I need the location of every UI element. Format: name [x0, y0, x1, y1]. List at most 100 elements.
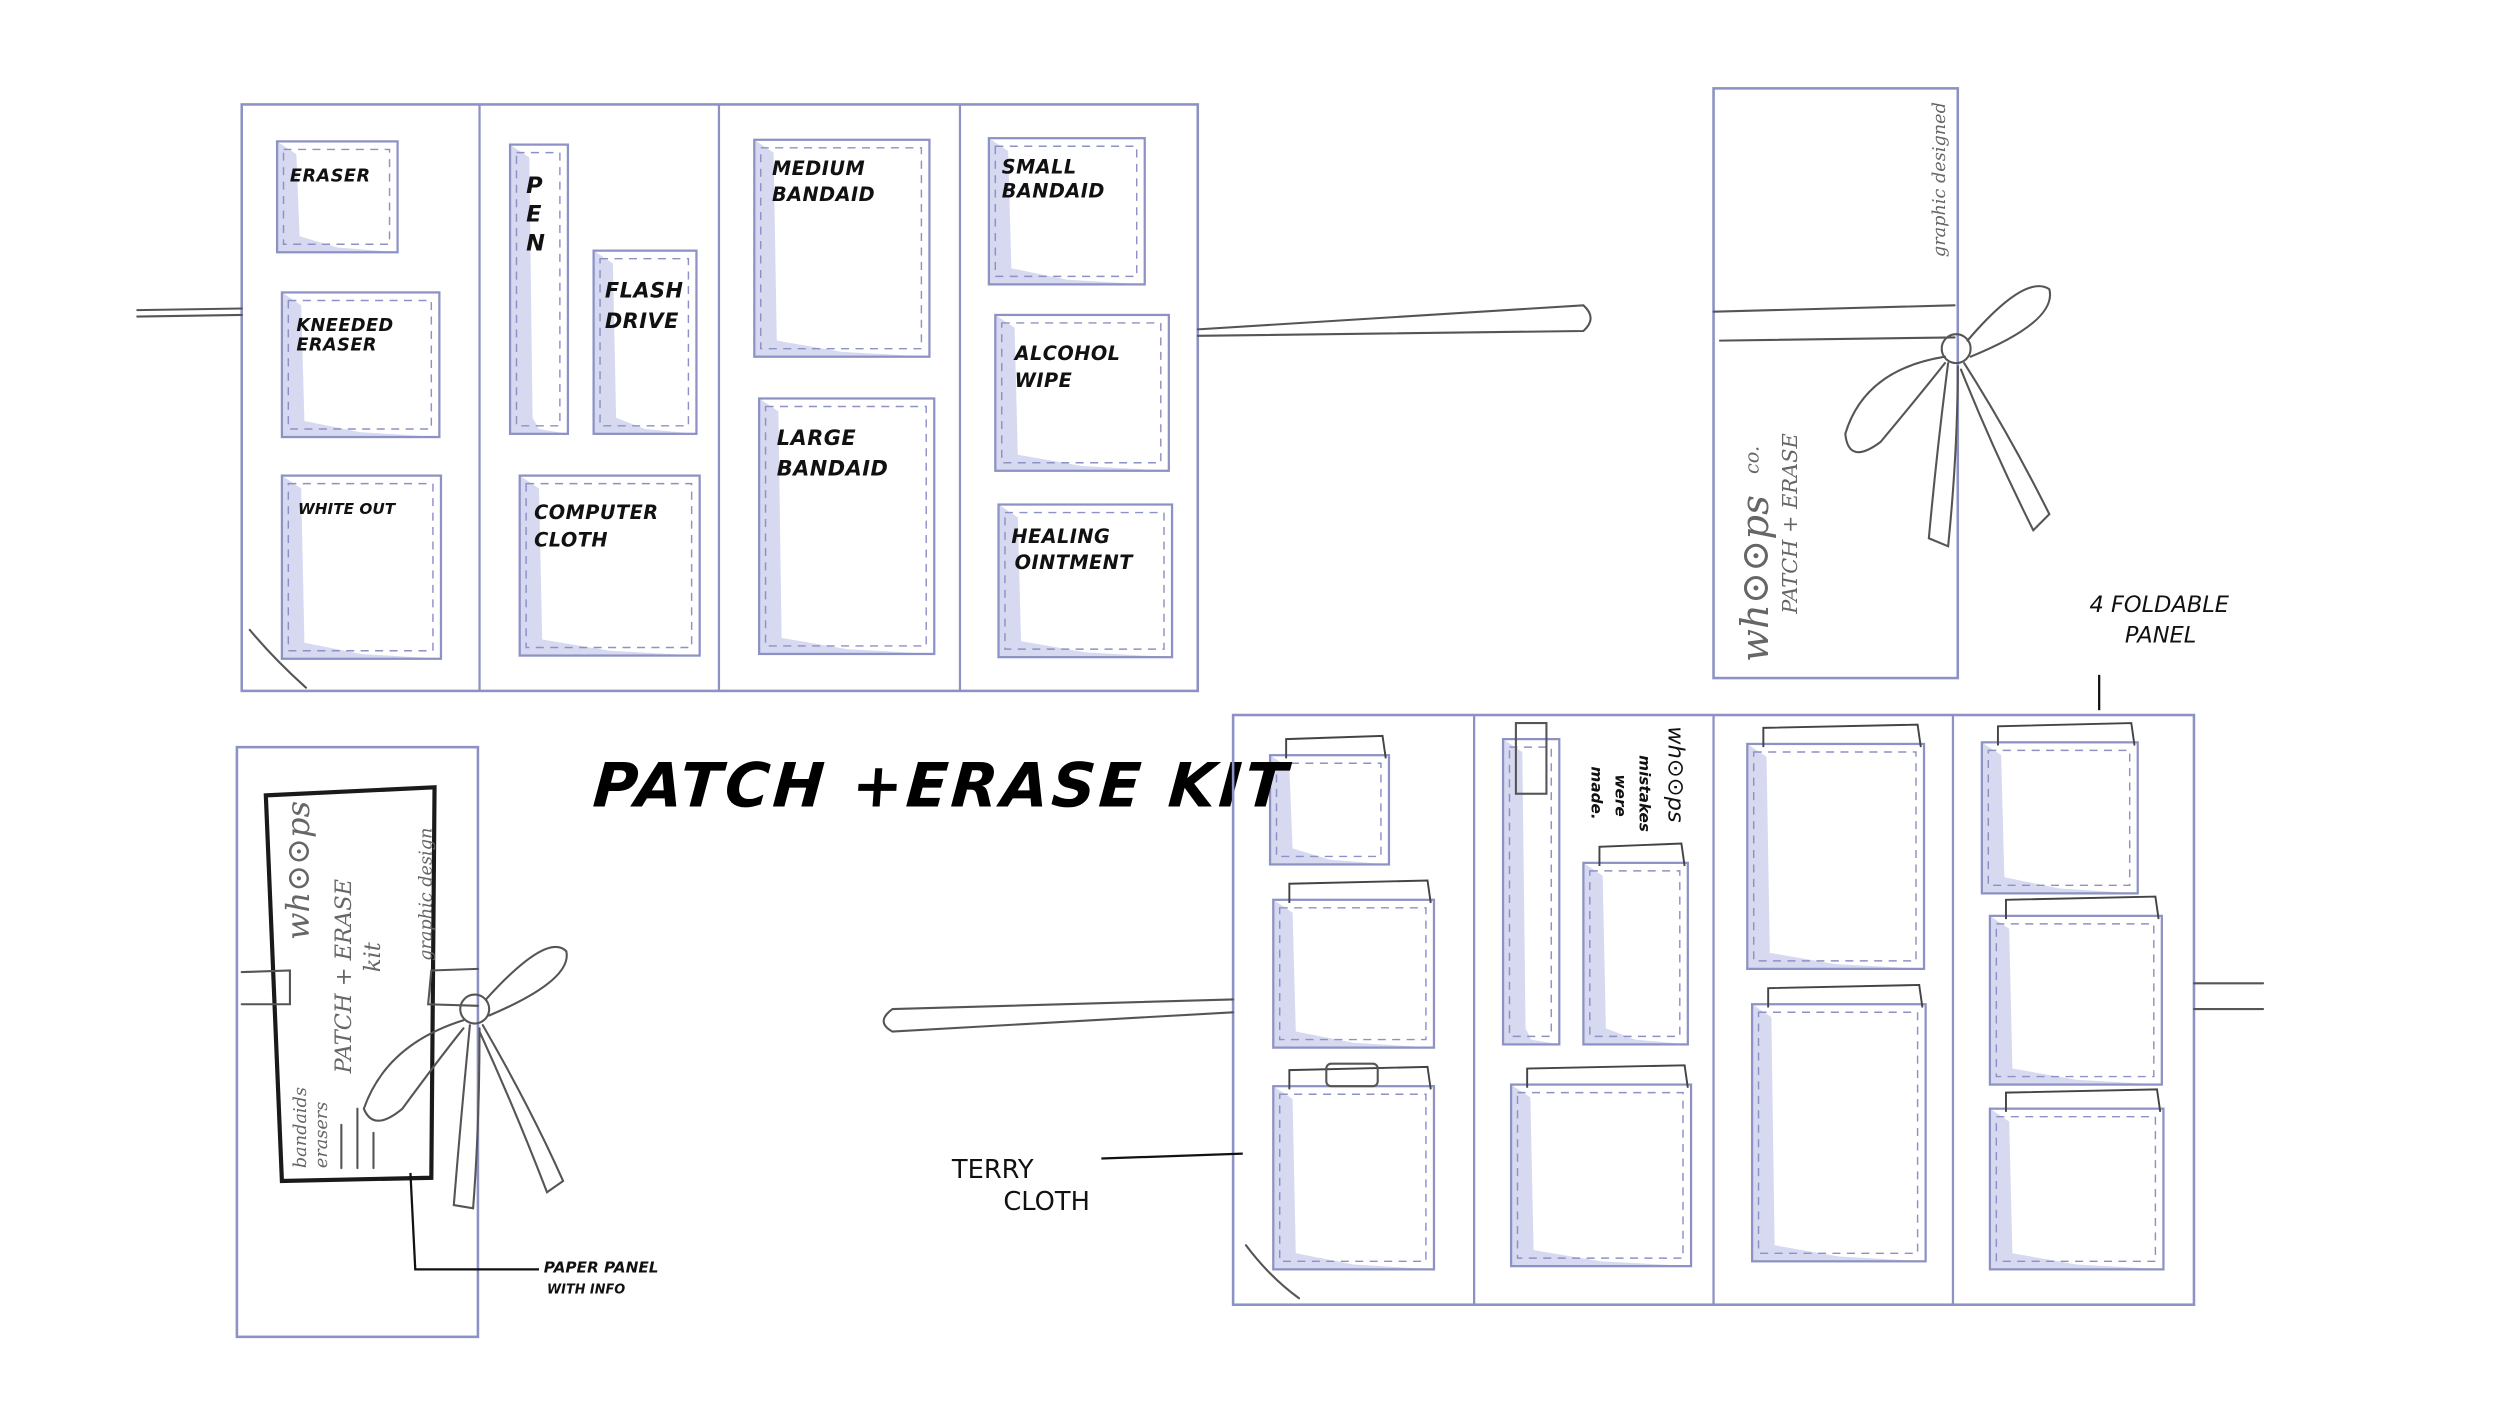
pocket-shading — [281, 475, 441, 659]
pocket-flap — [2005, 895, 2160, 920]
pocket-stitching — [287, 482, 434, 652]
pocket-flap — [1526, 1064, 1689, 1088]
pocket-outline — [518, 474, 701, 657]
pocket — [1988, 895, 2163, 1086]
pocket-shading — [1989, 1108, 2164, 1270]
terry-cloth-roll — [1325, 1062, 1379, 1088]
pocket — [1509, 1064, 1693, 1268]
pocket-outline — [1268, 754, 1391, 866]
brand-text: wh⊙⊙ps — [279, 801, 317, 940]
pocket-outline — [1582, 861, 1689, 1046]
closed-kit-outline — [235, 745, 480, 1339]
pocket — [592, 249, 698, 435]
pocket-shading — [519, 475, 700, 656]
pocket-stitching — [1757, 1011, 1919, 1255]
label-pen: E — [526, 202, 542, 228]
pocket-outline — [1746, 742, 1926, 971]
label-small-bandaid: SMALL — [1002, 156, 1077, 179]
label-pen: N — [526, 231, 545, 257]
pocket — [1746, 723, 1926, 971]
pocket-outline — [1509, 1083, 1693, 1268]
pocket-outline — [753, 138, 931, 358]
pocket-shading — [1747, 743, 1925, 969]
label-flash-drive: DRIVE — [605, 309, 679, 333]
pocket-stitching — [1004, 511, 1165, 650]
contents-text: bandaids — [291, 1087, 311, 1168]
pocket — [1750, 983, 1927, 1263]
label-large-bandaid: LARGE — [777, 426, 856, 450]
pocket-outline — [1988, 914, 2163, 1086]
pocket-shading — [759, 398, 935, 654]
leaf-doodle — [1244, 1244, 1301, 1300]
pocket-flap — [1288, 879, 1432, 904]
label-healing-ointment: HEALING — [1011, 525, 1110, 548]
pocket — [757, 397, 936, 656]
label-medium-bandaid: BANDAID — [772, 183, 875, 206]
pockets-layer — [275, 137, 2165, 1271]
annotation-terry-cloth: CLOTH — [1003, 1187, 1090, 1217]
pocket — [1272, 879, 1436, 1049]
leaf-doodle — [248, 628, 308, 689]
pocket-flap — [1288, 1065, 1432, 1090]
pocket-stitching — [1001, 322, 1162, 464]
strap — [240, 967, 479, 1007]
strap-right — [1196, 304, 1592, 337]
pocket-stitching — [759, 147, 923, 350]
bow-icon — [1844, 285, 2052, 548]
label-flash-drive: FLASH — [605, 278, 684, 302]
pocket — [1268, 734, 1391, 866]
closed-kit-top: wh⊙⊙ps co. PATCH + ERASE graphic designe… — [1712, 87, 2052, 680]
pocket-flap — [1762, 723, 1922, 748]
pocket-outline — [987, 137, 1146, 286]
paper-panel — [263, 785, 437, 1184]
credit-text: graphic design — [416, 828, 436, 961]
contents-text: erasers — [312, 1102, 332, 1168]
pocket-shading — [998, 504, 1173, 658]
pocket — [994, 313, 1170, 472]
pocket-shading — [510, 144, 568, 434]
annotation-paper-panel: PAPER PANEL — [544, 1259, 659, 1277]
panel-text: mistakes — [1636, 755, 1654, 832]
annotation-foldable-panel: PANEL — [2125, 623, 2196, 649]
credit-text: graphic designed — [1930, 102, 1950, 257]
pocket-outline — [757, 397, 936, 656]
pocket-shading — [1752, 1004, 1926, 1262]
product-text: PATCH + ERASE — [331, 878, 357, 1074]
product-sub-text: kit — [360, 941, 386, 972]
pocket-outline — [1272, 1085, 1436, 1271]
pocket-shading — [1273, 1086, 1434, 1270]
pocket-shading — [593, 250, 697, 434]
label-small-bandaid: BANDAID — [1002, 180, 1105, 203]
pocket-shading — [1981, 742, 2138, 894]
pocket-stitching — [1508, 746, 1552, 1038]
annotation-leader — [1101, 1152, 1243, 1160]
panel-text: were — [1612, 774, 1630, 816]
label-medium-bandaid: MEDIUM — [772, 157, 865, 180]
annotation-leader — [409, 1172, 539, 1271]
pocket-stitching — [764, 405, 927, 647]
pocket-stitching — [1589, 870, 1681, 1038]
annotation-paper-panel: WITH INFO — [547, 1282, 625, 1297]
pocket-flap — [1598, 842, 1686, 867]
pocket-shading — [1511, 1084, 1692, 1267]
pocket-outline — [1988, 1107, 2165, 1271]
annotation-foldable-panel: 4 FOLDABLE — [2090, 592, 2230, 618]
pocket-stitching — [525, 482, 693, 649]
pocket-outline — [1501, 737, 1561, 1046]
pocket — [1988, 1088, 2165, 1271]
pocket-stitching — [282, 148, 391, 245]
pocket — [275, 140, 399, 254]
closed-kit-bottom: wh⊙⊙ps PATCH + ERASE kit graphic design … — [235, 745, 659, 1339]
label-kneaded-eraser: ERASER — [296, 335, 377, 355]
pocket-shading — [754, 139, 930, 357]
product-text: PATCH + ERASE — [1778, 433, 1802, 615]
label-computer-cloth: CLOTH — [534, 528, 608, 551]
panel-text: wh⊙⊙ps — [1663, 726, 1689, 823]
text-lines — [340, 1107, 375, 1170]
pocket-shading — [1273, 899, 1434, 1048]
pocket-shading — [1270, 755, 1389, 865]
brand-suffix: co. — [1741, 446, 1764, 474]
pocket-stitching — [1995, 923, 2155, 1078]
pocket-shading — [1503, 739, 1560, 1045]
